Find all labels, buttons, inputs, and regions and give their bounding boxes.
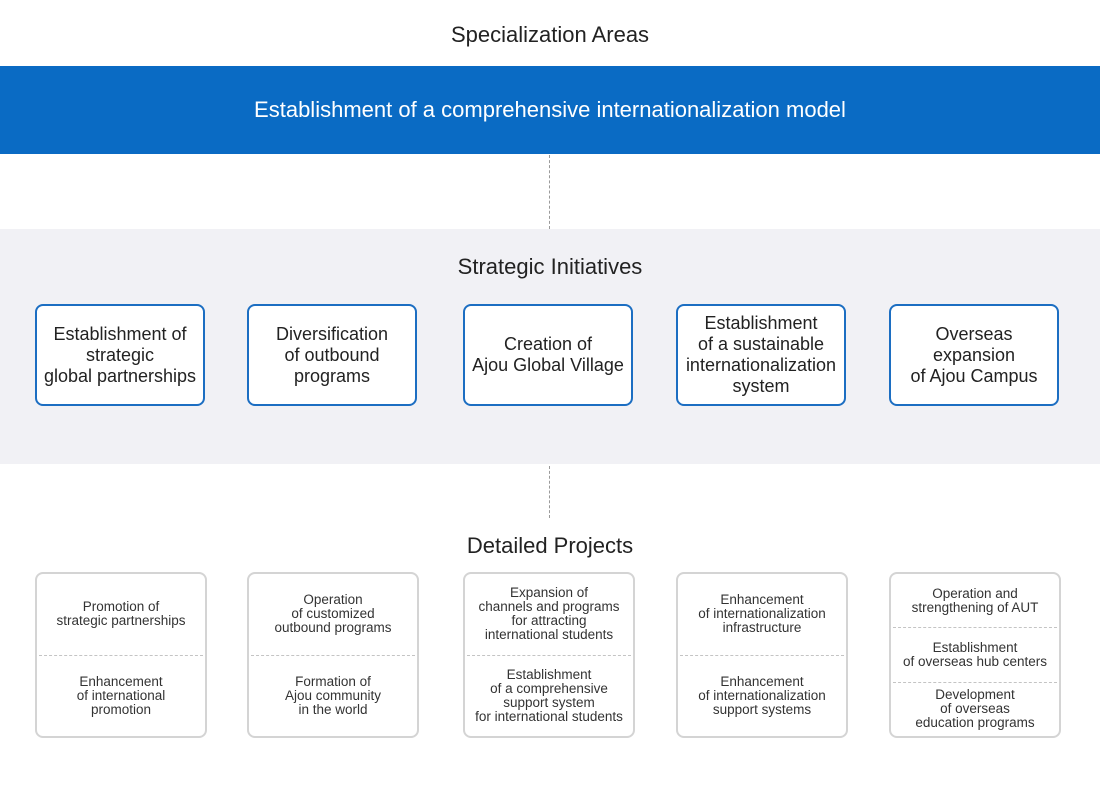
project-item: Enhancement of internationalization infr… <box>678 574 846 655</box>
project-item: Promotion of strategic partnerships <box>37 574 205 655</box>
initiative-box-partnerships: Establishment of strategic global partne… <box>35 304 205 406</box>
project-label: Establishment of a comprehensive support… <box>475 666 623 724</box>
strategic-initiatives-heading: Strategic Initiatives <box>457 254 643 279</box>
project-item: Formation of Ajou community in the world <box>251 654 415 737</box>
project-label: Enhancement of internationalization supp… <box>698 673 826 717</box>
project-item: Enhancement of internationalization supp… <box>680 654 844 737</box>
project-box-partnerships: Promotion of strategic partnerships Enha… <box>35 572 207 738</box>
project-box-global-village: Expansion of channels and programs for a… <box>463 572 635 738</box>
project-item: Operation and strengthening of AUT <box>891 574 1059 627</box>
detailed-projects-heading: Detailed Projects <box>466 533 634 558</box>
project-label: Enhancement of international promotion <box>76 673 166 717</box>
initiative-label: Diversification of outbound programs <box>275 323 389 386</box>
project-label: Establishment of overseas hub centers <box>902 639 1048 669</box>
initiative-label: Establishment of a sustainable internati… <box>685 313 837 396</box>
project-box-outbound: Operation of customized outbound program… <box>247 572 419 738</box>
initiative-box-sustainable-system: Establishment of a sustainable internati… <box>676 304 846 406</box>
project-label: Enhancement of internationalization infr… <box>698 592 826 636</box>
banner-title: Establishment of a comprehensive interna… <box>254 97 846 122</box>
project-item: Establishment of a comprehensive support… <box>467 654 631 737</box>
specialization-banner: Establishment of a comprehensive interna… <box>0 66 1100 154</box>
connector-line-top <box>549 155 550 229</box>
connector-line-bottom <box>549 466 550 518</box>
project-label: Operation of customized outbound program… <box>274 592 392 636</box>
specialization-areas-heading: Specialization Areas <box>450 22 650 47</box>
project-item: Expansion of channels and programs for a… <box>465 574 633 655</box>
initiative-label: Overseas expansion of Ajou Campus <box>910 323 1038 386</box>
project-box-overseas-campus: Operation and strengthening of AUT Estab… <box>889 572 1061 738</box>
initiative-label: Establishment of strategic global partne… <box>43 323 197 386</box>
initiative-box-outbound: Diversification of outbound programs <box>247 304 417 406</box>
project-item: Operation of customized outbound program… <box>249 574 417 655</box>
project-label: Expansion of channels and programs for a… <box>478 585 620 643</box>
project-item: Development of overseas education progra… <box>893 681 1057 736</box>
project-label: Promotion of strategic partnerships <box>56 599 186 629</box>
project-box-sustainable-system: Enhancement of internationalization infr… <box>676 572 848 738</box>
initiative-box-global-village: Creation of Ajou Global Village <box>463 304 633 406</box>
initiative-box-overseas-campus: Overseas expansion of Ajou Campus <box>889 304 1059 406</box>
project-item: Enhancement of international promotion <box>39 654 203 737</box>
project-label: Development of overseas education progra… <box>915 687 1035 731</box>
project-item: Establishment of overseas hub centers <box>893 627 1057 681</box>
project-label: Formation of Ajou community in the world <box>284 673 382 717</box>
project-label: Operation and strengthening of AUT <box>911 585 1039 615</box>
initiative-label: Creation of Ajou Global Village <box>472 334 624 375</box>
